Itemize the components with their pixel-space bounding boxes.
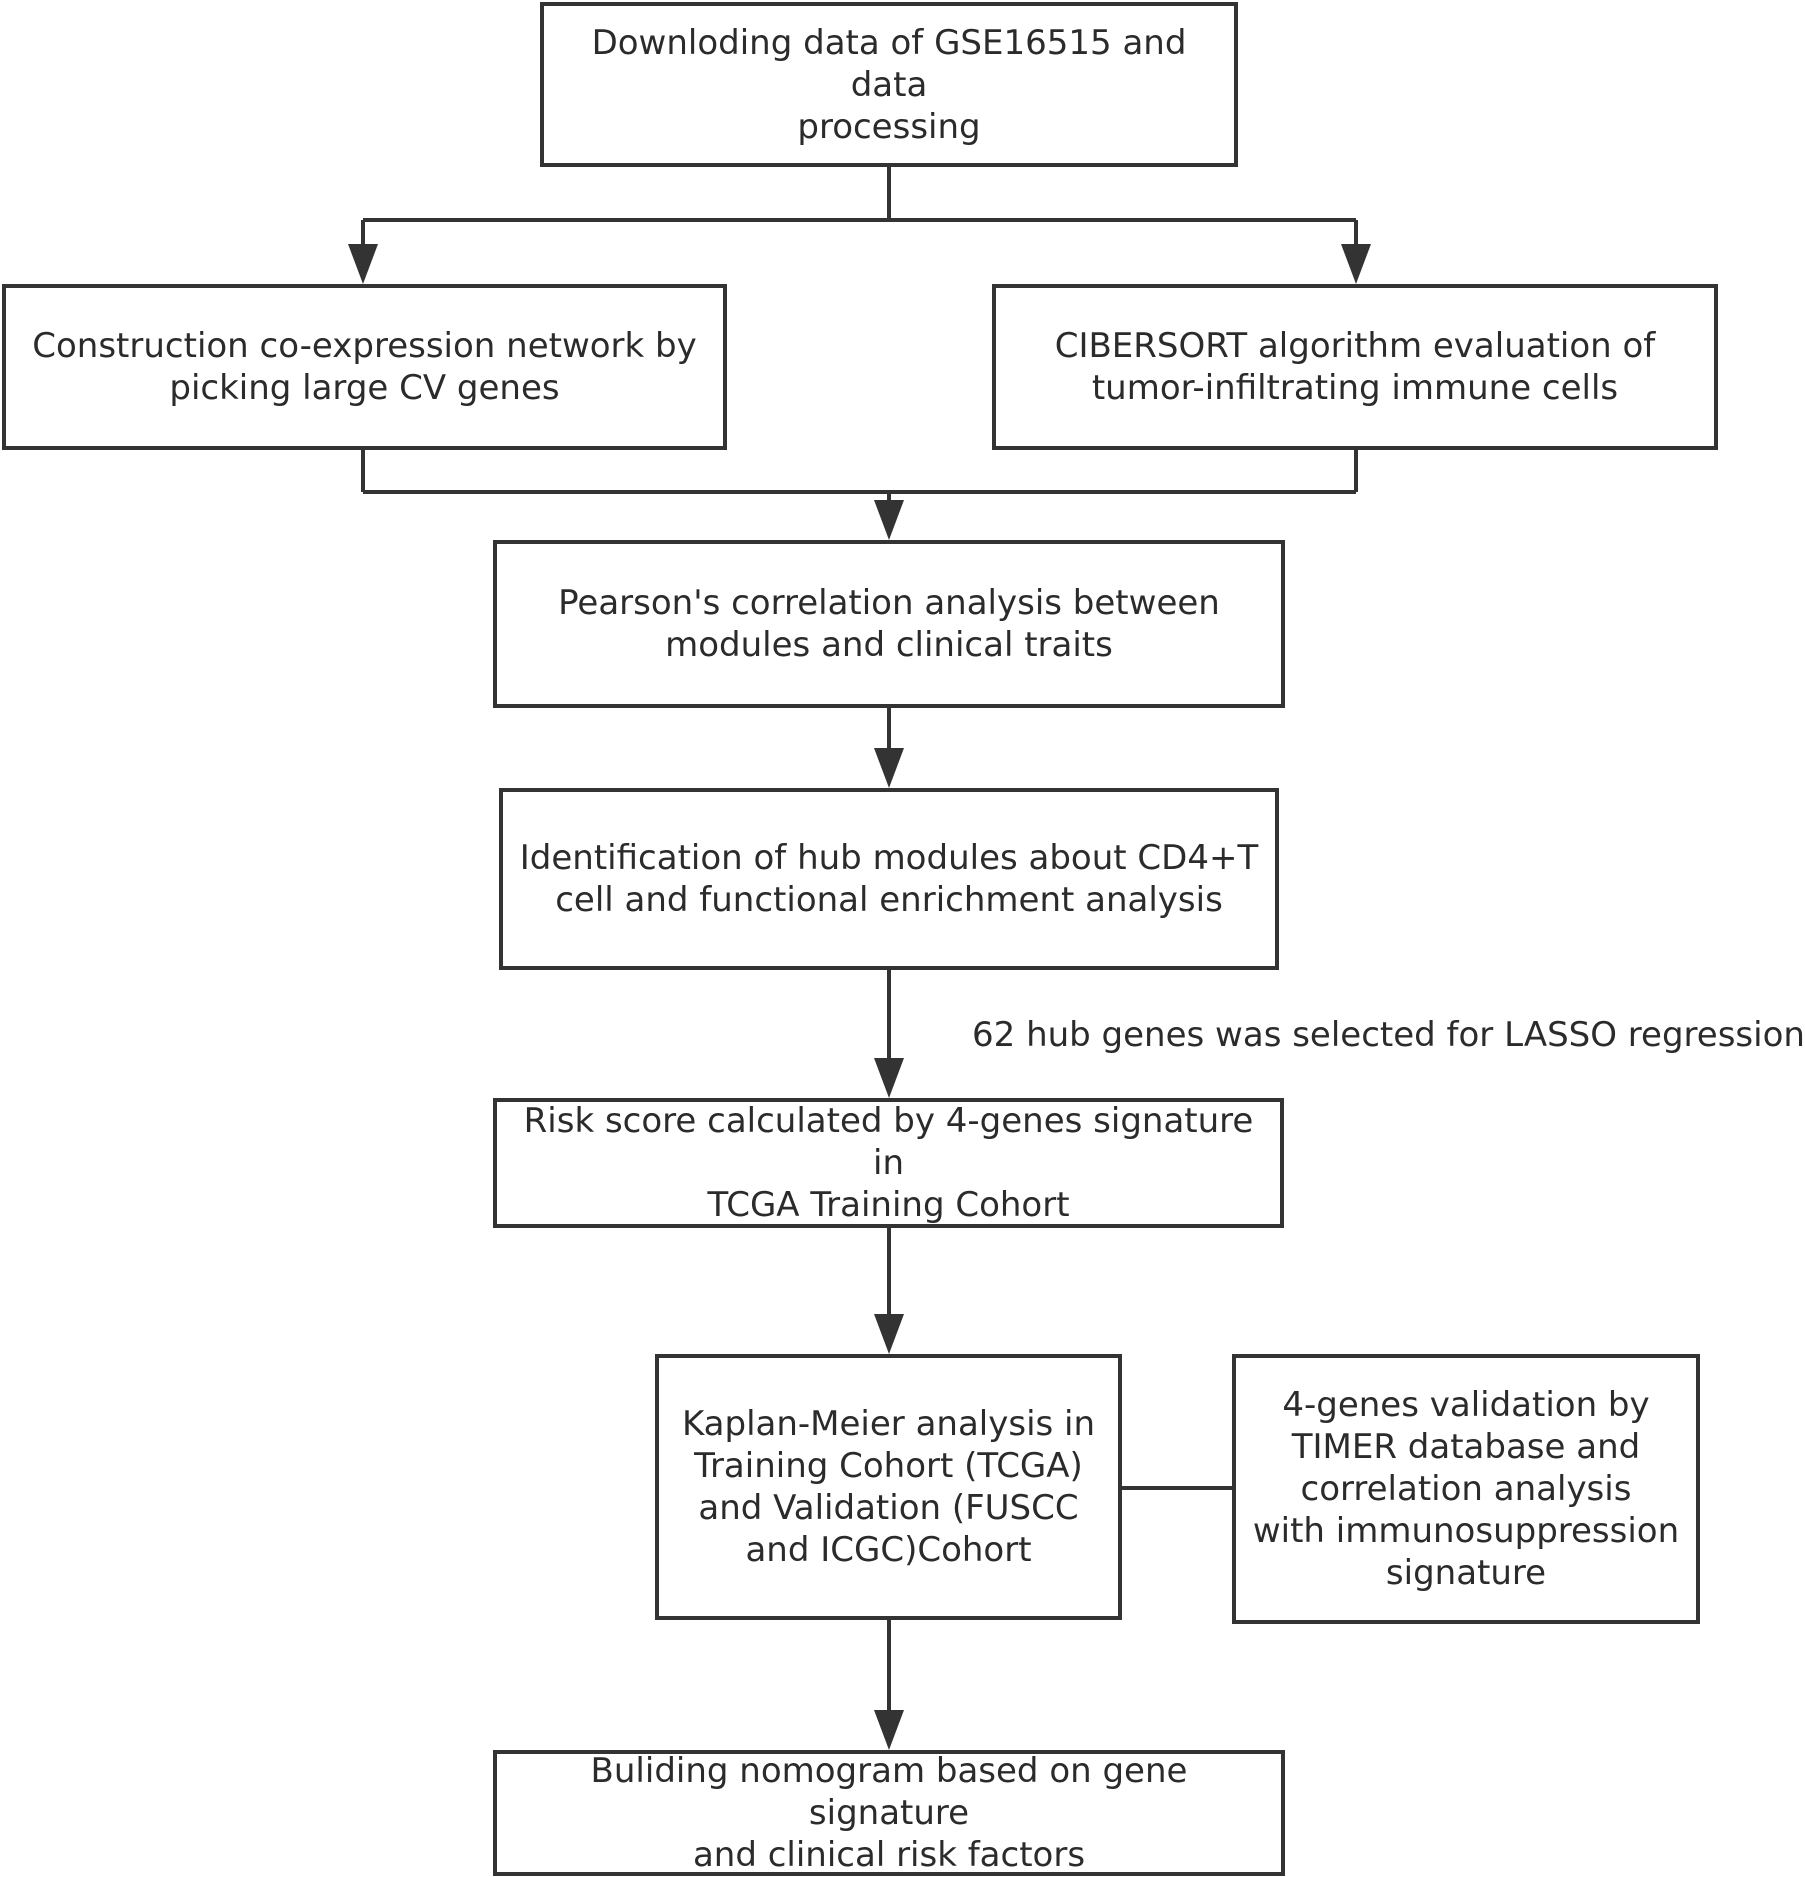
step-risk-score-label: Risk score calculated by 4-genes signatu… [523,1101,1254,1225]
edge-label-lasso: 62 hub genes was selected for LASSO regr… [972,1015,1805,1055]
arrowhead-coexpression [348,244,378,284]
arrowhead-risk-score [874,1058,904,1098]
step-hub-modules-label: Identification of hub modules about CD4+… [519,838,1259,920]
step-hub-modules: Identification of hub modules about CD4+… [499,788,1279,970]
arrowhead-hub-modules [874,748,904,788]
step-pearson-correlation-label: Pearson's correlation analysis between m… [558,583,1220,665]
step-nomogram: Buliding nomogram based on gene signatur… [493,1750,1285,1876]
step-timer-validation-label: 4-genes validation by TIMER database and… [1252,1385,1680,1593]
step-cibersort-label: CIBERSORT algorithm evaluation of tumor-… [1054,326,1656,408]
arrowhead-cibersort [1341,244,1371,284]
step-nomogram-label: Buliding nomogram based on gene signatur… [590,1751,1188,1875]
step-coexpression-network: Construction co-expression network by pi… [2,284,727,450]
step-kaplan-meier: Kaplan-Meier analysis in Training Cohort… [655,1354,1122,1620]
step-risk-score: Risk score calculated by 4-genes signatu… [493,1098,1284,1228]
step-cibersort: CIBERSORT algorithm evaluation of tumor-… [992,284,1718,450]
step-download-data: Downloding data of GSE16515 and data pro… [540,2,1238,167]
arrowhead-pearson [874,500,904,540]
step-pearson-correlation: Pearson's correlation analysis between m… [493,540,1285,708]
step-coexpression-network-label: Construction co-expression network by pi… [32,326,697,408]
arrowhead-kaplan-meier [874,1314,904,1354]
arrowhead-nomogram [874,1710,904,1750]
step-kaplan-meier-label: Kaplan-Meier analysis in Training Cohort… [681,1404,1096,1570]
step-timer-validation: 4-genes validation by TIMER database and… [1232,1354,1700,1624]
step-download-data-label: Downloding data of GSE16515 and data pro… [591,22,1187,147]
